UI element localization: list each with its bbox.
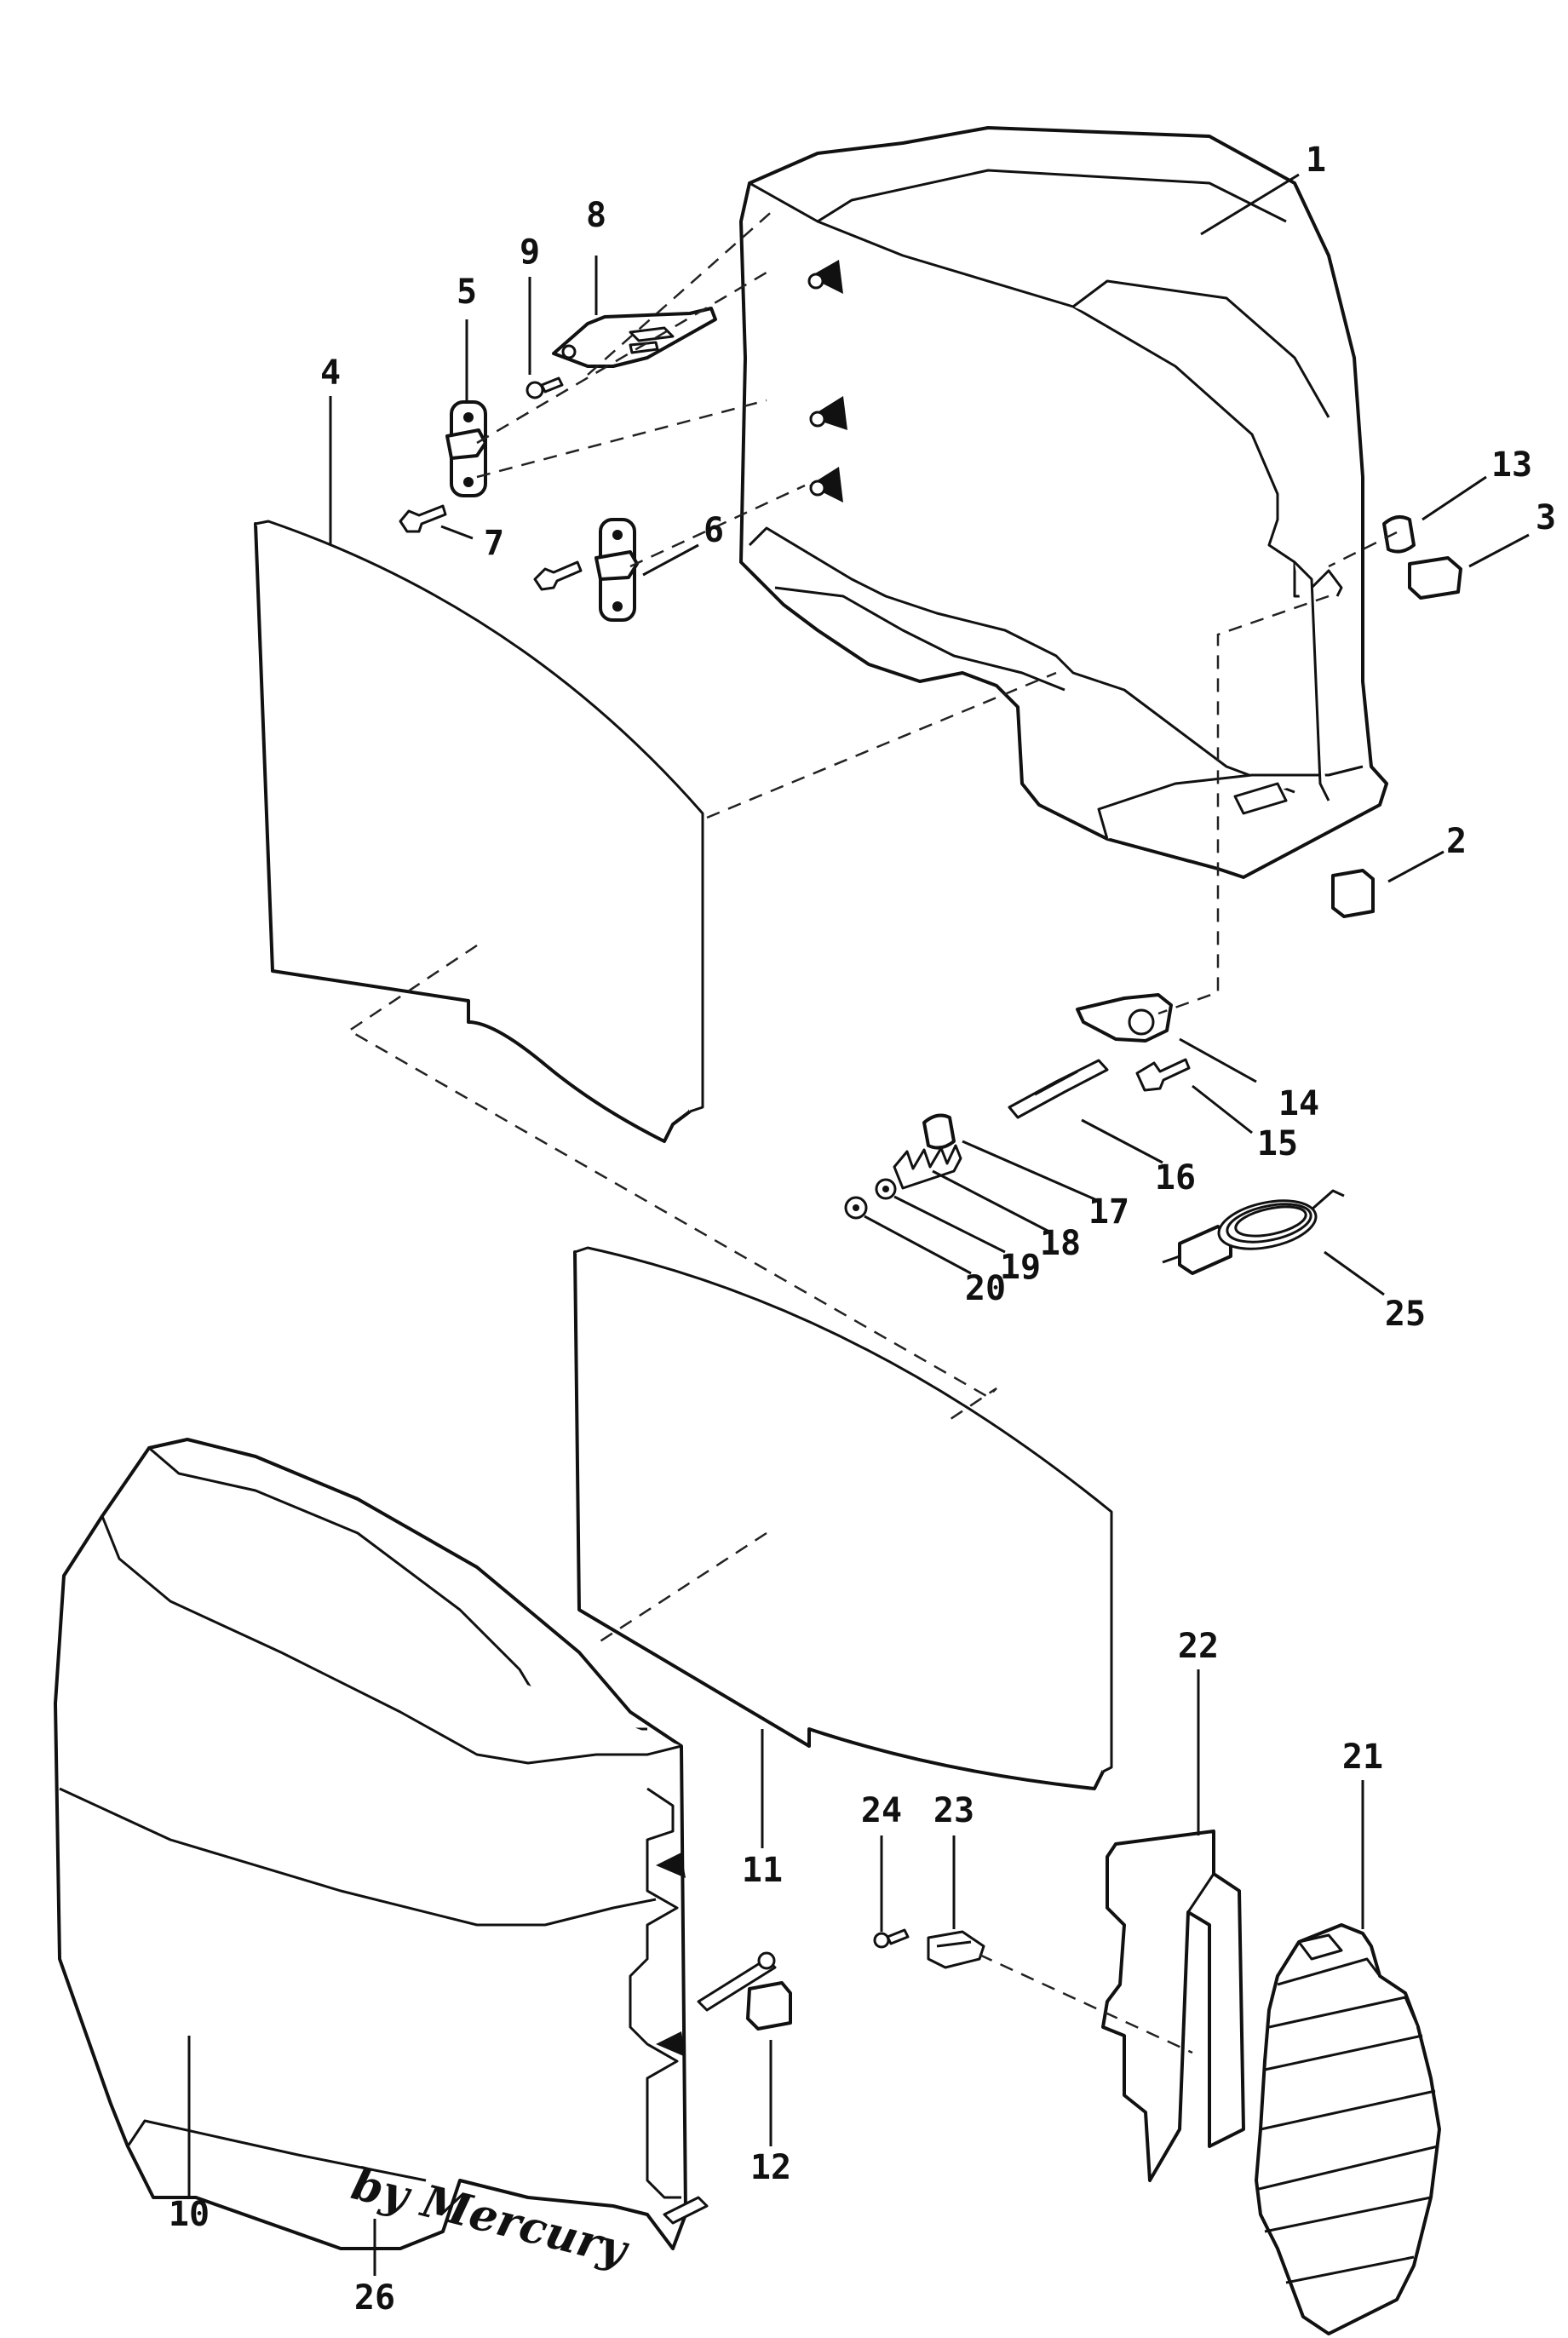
callout-6: 6 [704,511,724,550]
callout-15: 15 [1257,1124,1298,1163]
part-25-lanyard [1162,1189,1345,1275]
part-22-seal-bracket [1101,1830,1245,2182]
part-5-latch [445,400,487,497]
callout-23: 23 [933,1791,974,1830]
part-21-grommet [1255,1923,1441,2335]
alignment-lines [347,208,1398,2054]
callout-16: 16 [1155,1158,1196,1198]
callout-1: 1 [1306,141,1326,180]
part-6-latch [594,518,639,622]
callout-20: 20 [965,1269,1006,1308]
part-1-upper-cowl [739,126,1388,879]
part-16-shaft [1008,1059,1109,1119]
part-11-front-panel [573,1246,1113,1790]
callout-18: 18 [1040,1224,1081,1263]
callout-10: 10 [169,2195,210,2234]
latch-pin-lower-cowl [697,1951,777,2012]
part-8-bracket [552,307,717,368]
callout-17: 17 [1088,1192,1129,1232]
callout-11: 11 [742,1851,783,1890]
callout-9: 9 [520,233,540,272]
part-13-cap [1382,514,1416,554]
callout-12: 12 [750,2148,791,2187]
callout-leaders [187,173,1530,2276]
part-2-block [1331,869,1375,918]
callout-14: 14 [1278,1084,1319,1123]
part-18-spring [893,1144,962,1190]
part-14-latch-lever [1076,993,1173,1043]
part-24-screw [873,1928,910,1949]
callout-22: 22 [1178,1627,1219,1666]
callout-3: 3 [1536,498,1556,537]
part-12-block [746,1981,792,2031]
part-9-screw [526,376,564,399]
callout-4: 4 [320,353,341,393]
callout-13: 13 [1491,445,1532,485]
callout-2: 2 [1446,822,1467,861]
part-23-clip [927,1930,985,1969]
part-10-lower-cowl [54,1438,709,2250]
part-17-sleeve [922,1113,956,1150]
callout-21: 21 [1342,1738,1383,1777]
callout-26: 26 [354,2278,395,2318]
callout-24: 24 [861,1791,902,1830]
callout-25: 25 [1385,1295,1426,1334]
part-3-block [1408,556,1462,600]
callout-7: 7 [484,524,504,563]
part-20-nut [844,1196,868,1220]
part-15-screw [1135,1058,1191,1092]
callout-5: 5 [457,273,477,312]
callout-8: 8 [586,196,606,235]
callout-19: 19 [1000,1248,1041,1287]
callout-labels: 1 2 3 4 5 6 7 8 9 10 11 12 13 14 15 16 1… [169,141,1556,2318]
part-4-rear-panel [254,520,704,1143]
part-19-washer [875,1178,897,1200]
part-7-screws [399,504,583,591]
